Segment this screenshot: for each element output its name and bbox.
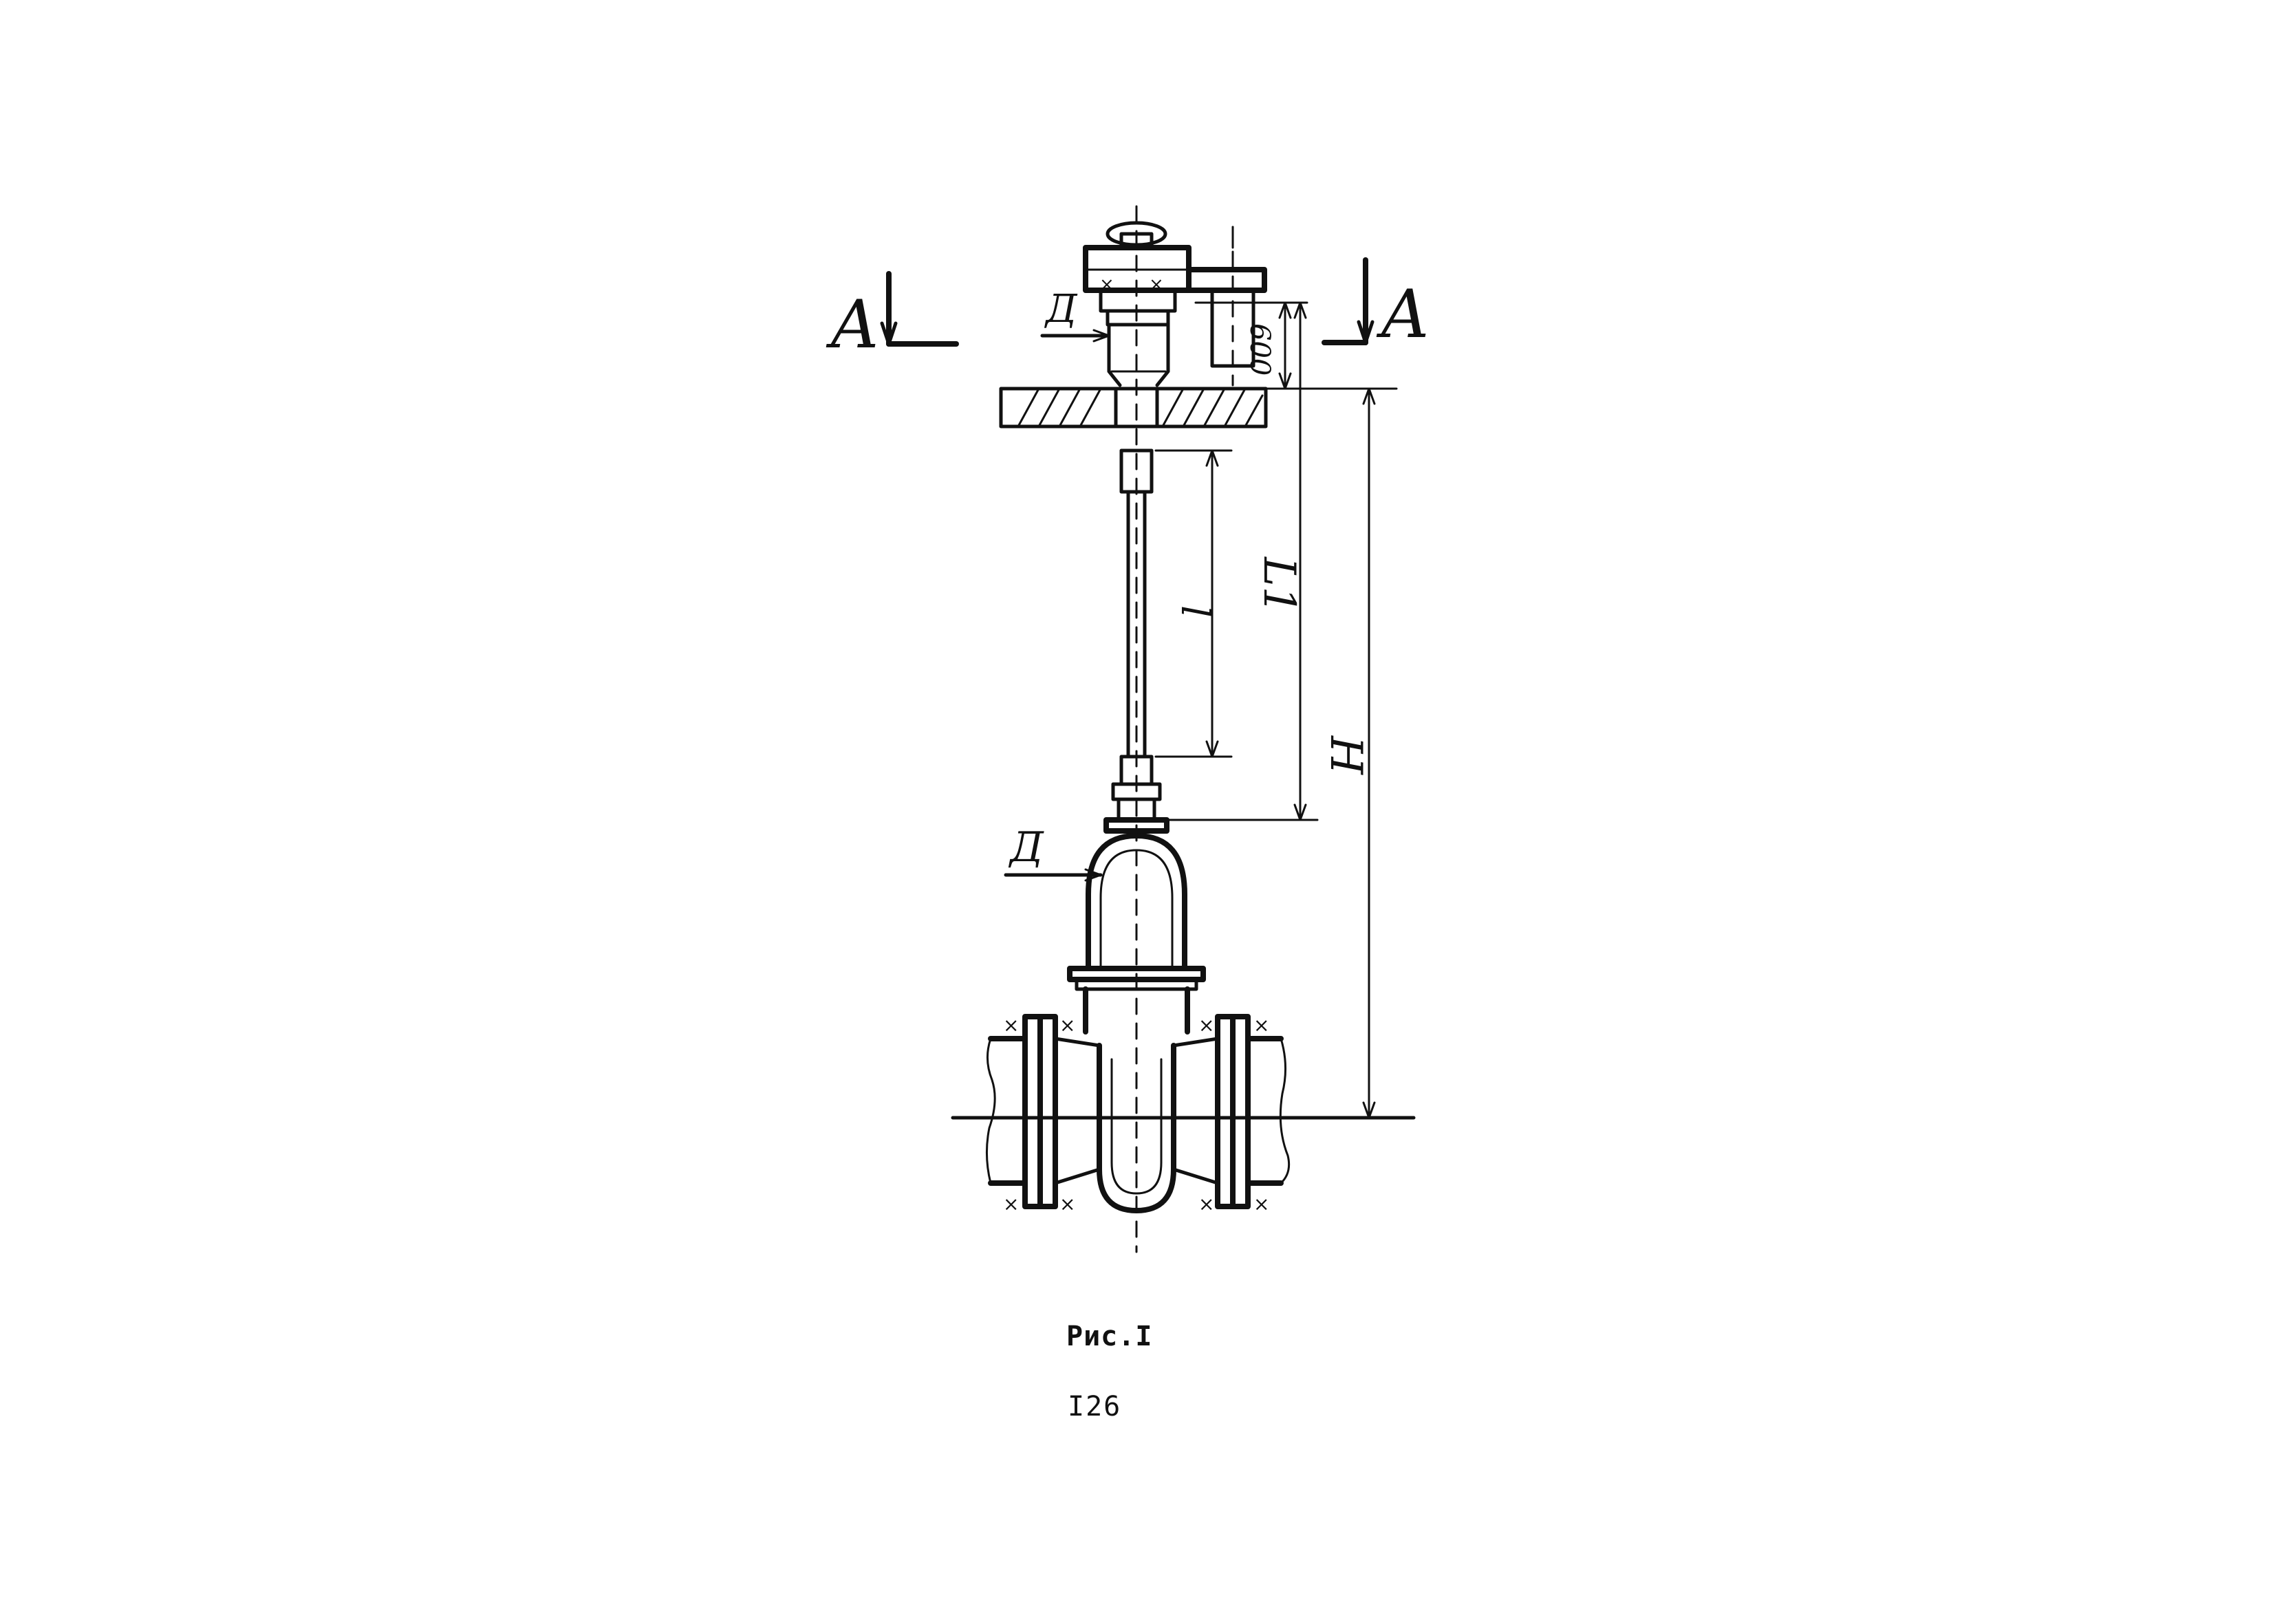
section-label-right: A [1376,276,1429,353]
detail-label-lower: Д [1008,823,1044,871]
handwheel-gearbox: × × [1083,221,1267,387]
svg-text:×: × [1253,1193,1269,1215]
detail-marker-lower: Д [1004,823,1103,882]
svg-text:×: × [1099,274,1114,295]
dimension-label-l: l [1172,605,1217,618]
dimension-H: H [1320,387,1376,1119]
dimension-l: l [1154,449,1233,758]
dimension-label-H: H [1320,735,1371,775]
section-marker-right: A [1322,257,1429,353]
dimension-label-600: 600 [1244,323,1275,376]
dimension-label-L1: L1 [1253,556,1304,614]
svg-text:×: × [1198,1193,1214,1215]
detail-marker-upper: Д [1040,287,1111,343]
gate-valve [1067,833,1206,1213]
svg-text:×: × [1198,1014,1214,1037]
svg-text:×: × [1059,1193,1075,1215]
figure-caption: Рис.I [1066,1321,1153,1352]
floor-slab [999,387,1268,429]
dimension-600: 600 [1194,301,1398,390]
svg-text:×: × [1003,1014,1019,1037]
svg-text:×: × [1059,1014,1075,1037]
svg-text:×: × [1149,274,1164,295]
page-number: I26 [1068,1391,1122,1422]
dimension-L1: L1 [1168,301,1319,821]
svg-text:×: × [1253,1014,1269,1037]
detail-label-upper: Д [1044,287,1078,332]
section-label-left: A [826,286,878,363]
svg-text:×: × [1003,1193,1019,1215]
pipeline: × × × × × × × × [951,1014,1416,1215]
extension-shaft [1103,205,1169,1253]
section-marker-left: A [826,271,959,363]
